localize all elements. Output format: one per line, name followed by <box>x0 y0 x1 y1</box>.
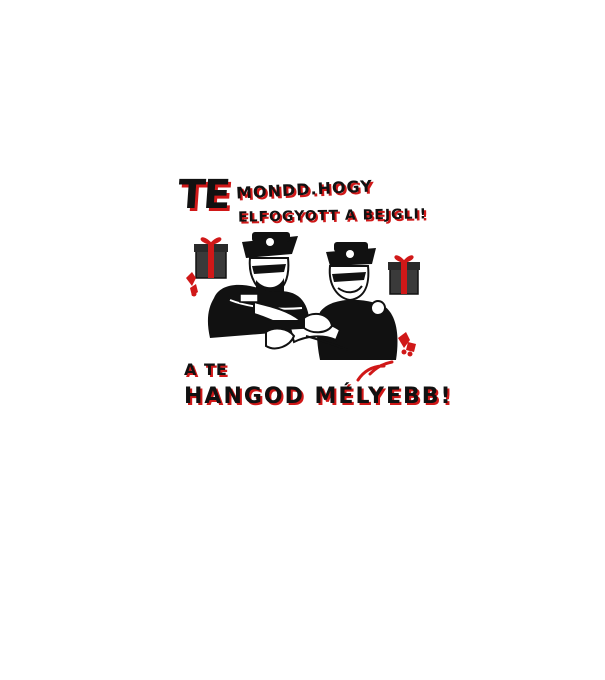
holly-icon <box>398 332 416 357</box>
punchline-line-2: HANGOD MÉLYEBB! <box>184 384 453 409</box>
punchline-line-1: A TE <box>184 360 228 379</box>
gift-box-icon <box>388 255 420 295</box>
pistol-icon <box>265 312 334 350</box>
headline-line-2: ELFOGYOTT A BEJGLI! <box>237 206 428 226</box>
holly-icon <box>186 272 198 297</box>
gift-box-icon <box>194 237 228 279</box>
police-officers-illustration <box>186 232 420 382</box>
right-officer <box>288 242 398 360</box>
headline-te: TE <box>176 172 231 218</box>
tshirt-design: TE MONDD.HOGY ELFOGYOTT A BEJGLI! A TE H… <box>170 170 450 430</box>
